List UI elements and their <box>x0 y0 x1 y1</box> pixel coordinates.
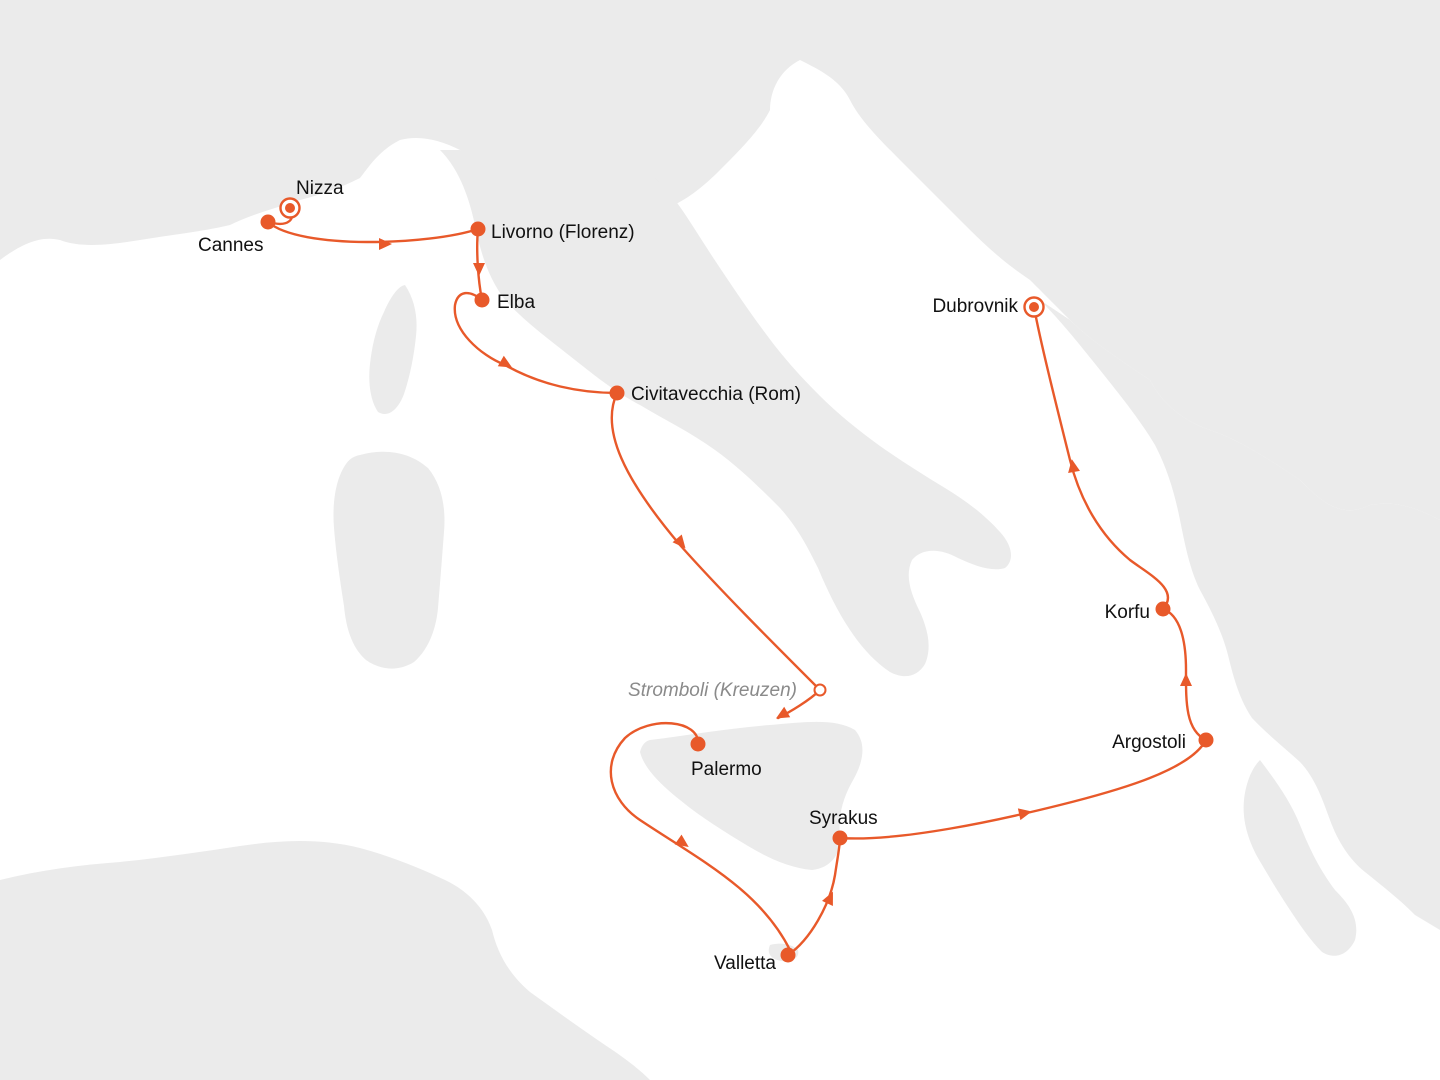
port-marker-syrakus[interactable] <box>832 830 848 846</box>
route-segment <box>266 220 480 244</box>
port-dot-icon <box>1198 732 1214 748</box>
port-label-stromboli: Stromboli (Kreuzen) <box>628 680 797 701</box>
port-dot-icon <box>690 736 706 752</box>
endpoint-dot-icon <box>1029 302 1039 312</box>
port-marker-civitavecchia[interactable] <box>609 385 625 401</box>
port-dot-icon <box>470 221 486 237</box>
port-marker-korfu[interactable] <box>1155 601 1171 617</box>
land-sardinia <box>333 451 445 669</box>
port-label-palermo: Palermo <box>691 759 762 780</box>
port-markers <box>260 197 1214 963</box>
port-marker-nizza[interactable] <box>279 197 301 219</box>
direction-arrow-icon <box>1180 673 1192 686</box>
port-label-nizza: Nizza <box>296 178 344 199</box>
direction-arrow-icon <box>672 534 686 549</box>
route-segment <box>1032 305 1170 611</box>
port-dot-icon <box>474 292 490 308</box>
port-label-korfu: Korfu <box>1105 602 1150 623</box>
direction-arrow-icon <box>379 238 392 250</box>
land-balkans <box>1040 300 1440 930</box>
land-sicily <box>640 721 863 870</box>
port-label-dubrovnik: Dubrovnik <box>932 296 1018 317</box>
port-label-livorno: Livorno (Florenz) <box>491 222 635 243</box>
port-dot-icon <box>609 385 625 401</box>
port-label-elba: Elba <box>497 292 535 313</box>
port-marker-dubrovnik[interactable] <box>1023 296 1045 318</box>
land-europe-north <box>0 0 1440 520</box>
route-arrows <box>379 238 1192 906</box>
port-label-syrakus: Syrakus <box>809 808 878 829</box>
route-segment <box>453 291 619 395</box>
route-segment <box>786 836 842 957</box>
direction-arrow-icon <box>497 355 513 368</box>
land-italy <box>440 150 1012 677</box>
port-label-valletta: Valletta <box>714 953 776 974</box>
port-dot-icon <box>832 830 848 846</box>
direction-arrow-icon <box>473 263 485 276</box>
port-dot-icon <box>260 214 276 230</box>
route-segment <box>838 738 1208 840</box>
direction-arrow-icon <box>822 891 833 906</box>
port-marker-valletta[interactable] <box>780 947 796 963</box>
port-marker-stromboli[interactable] <box>813 683 827 697</box>
port-marker-livorno[interactable] <box>470 221 486 237</box>
direction-arrow-icon <box>775 706 791 719</box>
port-dot-icon <box>1155 601 1171 617</box>
route-segment <box>609 721 792 952</box>
direction-arrow-icon <box>1068 459 1080 473</box>
port-label-cannes: Cannes <box>198 235 264 256</box>
direction-arrow-icon <box>1017 808 1032 821</box>
port-dot-icon <box>780 947 796 963</box>
port-marker-cannes[interactable] <box>260 214 276 230</box>
land-corsica <box>369 285 417 414</box>
endpoint-dot-icon <box>285 203 295 213</box>
port-marker-palermo[interactable] <box>690 736 706 752</box>
land-peloponnese <box>1243 760 1357 956</box>
land-africa <box>0 841 650 1080</box>
port-marker-elba[interactable] <box>474 292 490 308</box>
port-label-civitavecchia: Civitavecchia (Rom) <box>631 384 801 405</box>
direction-arrow-icon <box>674 834 689 848</box>
port-marker-argostoli[interactable] <box>1198 732 1214 748</box>
port-label-argostoli: Argostoli <box>1112 732 1186 753</box>
cruise-point-icon <box>813 683 827 697</box>
route-segment <box>1161 607 1208 742</box>
